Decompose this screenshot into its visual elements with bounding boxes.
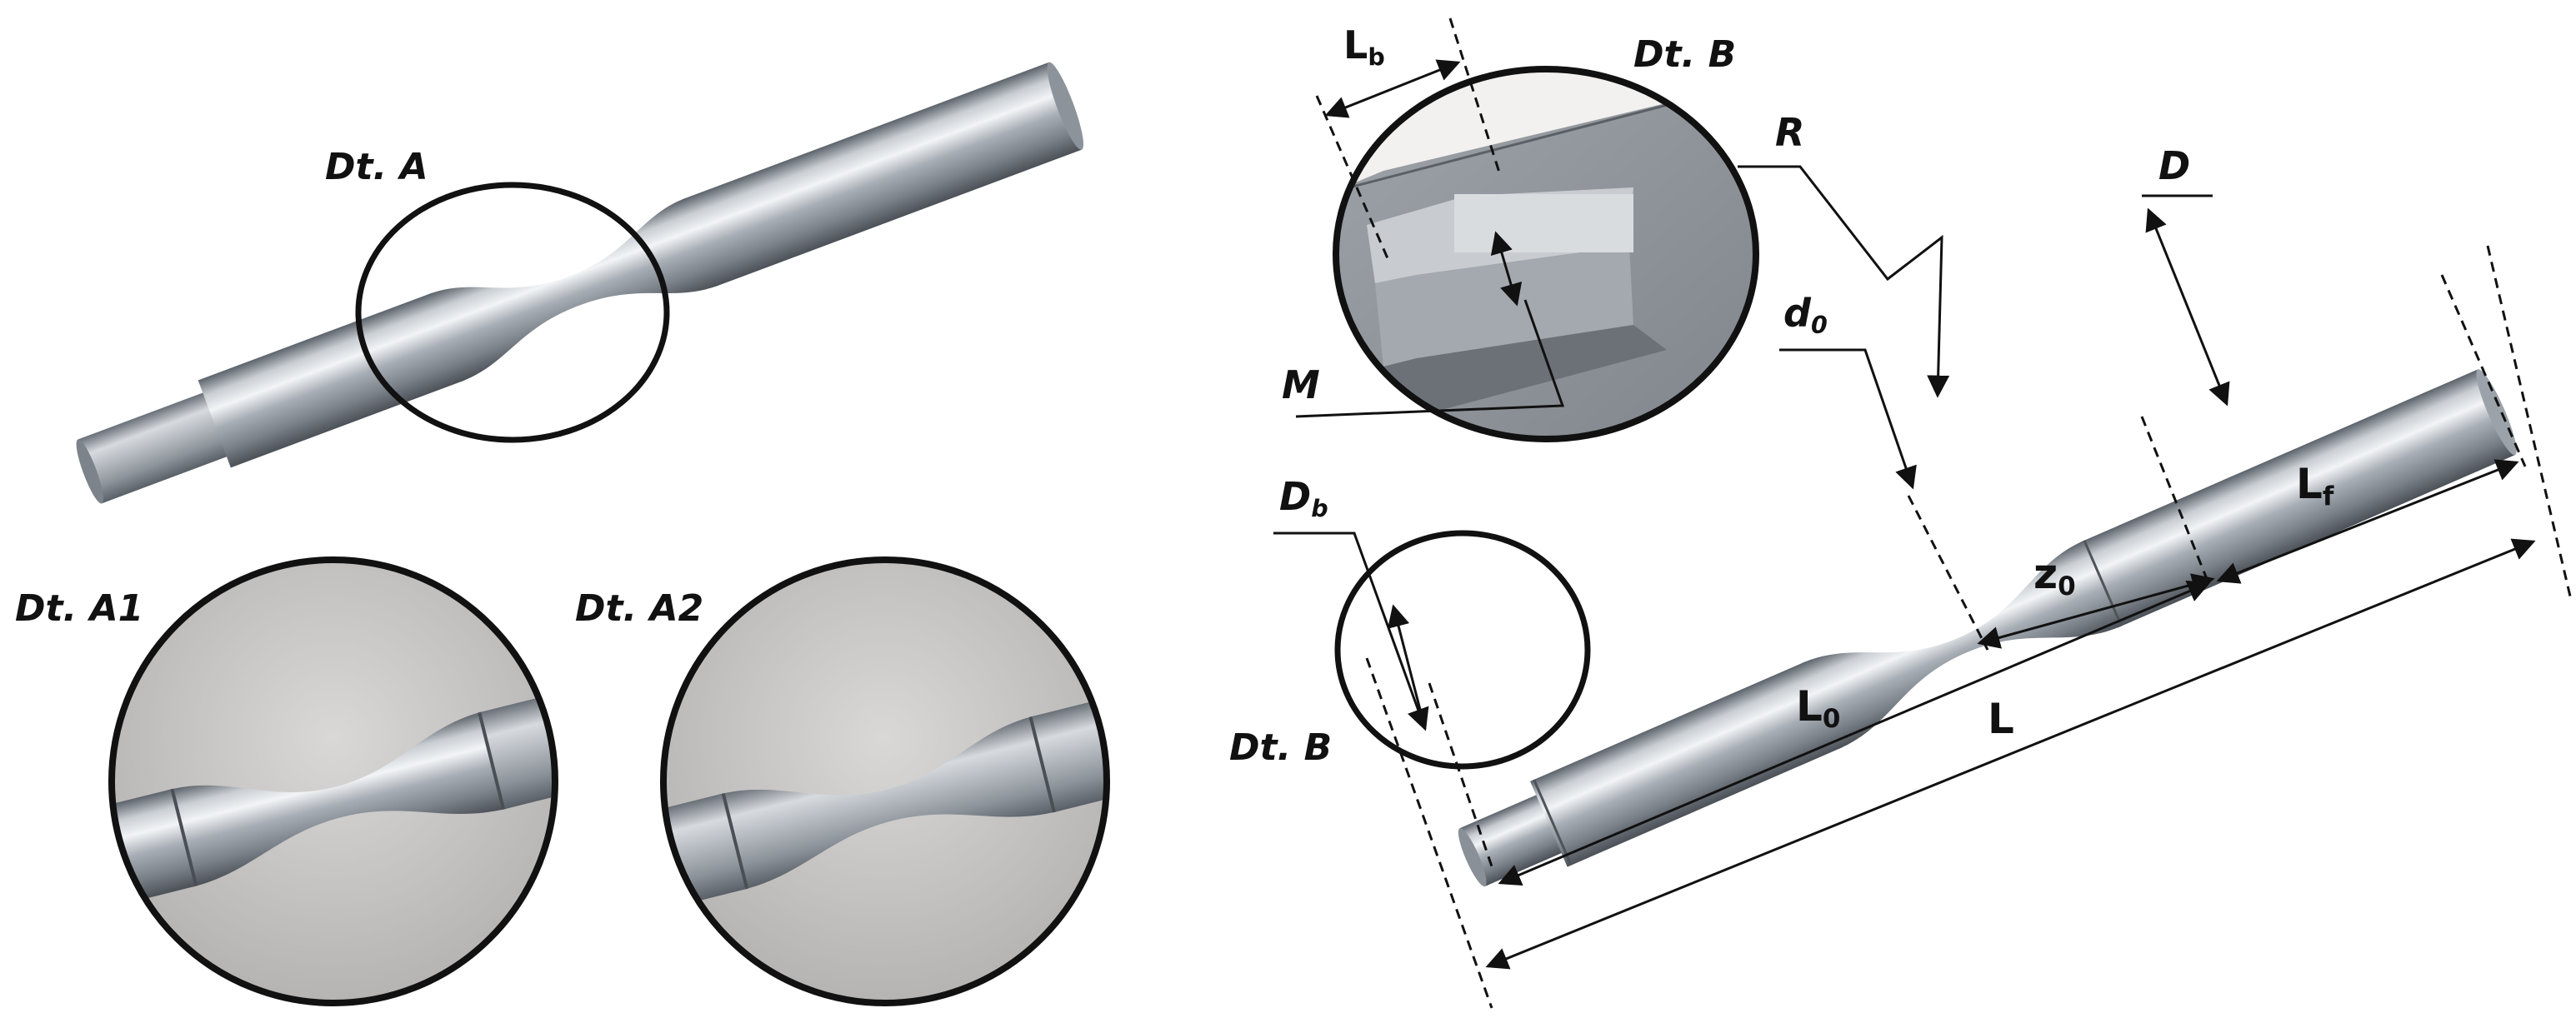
dim-db: Db — [1279, 474, 1328, 522]
dim-l: L — [1988, 695, 2014, 743]
dim-lf: Lf — [2296, 460, 2334, 512]
photo-detail-a2 — [663, 560, 1107, 1003]
dimension-lines — [1273, 17, 2573, 1009]
detail-b-circle-bottom — [1334, 530, 1591, 770]
dimension-symbols: Lb R D d0 M Db Lf z0 L0 L — [1279, 22, 2334, 743]
cad-specimen — [1458, 369, 2517, 887]
detail-a1-circle — [108, 556, 558, 1006]
detail-a2-circle — [660, 556, 1110, 1006]
label-dt-a2: Dt. A2 — [575, 587, 703, 630]
label-dt-a: Dt. A — [325, 146, 428, 188]
label-dt-b-top: Dt. B — [1633, 33, 1736, 76]
detail-b-circle-top — [1333, 66, 1759, 442]
label-dt-a1: Dt. A1 — [15, 587, 143, 630]
dim-d0: d0 — [1783, 291, 1828, 339]
photo-specimen — [76, 62, 1084, 504]
dim-m: M — [1282, 362, 1320, 407]
dim-z0: z0 — [2033, 550, 2076, 601]
detail-b-view — [1336, 69, 1756, 439]
photo-detail-a1 — [112, 560, 555, 1003]
dim-r: R — [1775, 110, 1804, 155]
detail-a-circle — [355, 182, 670, 443]
dim-lb: Lb — [1343, 22, 1385, 71]
dim-l0: L0 — [1796, 682, 1840, 734]
dim-d: D — [2158, 143, 2190, 188]
label-dt-b-bottom: Dt. B — [1229, 726, 1332, 769]
